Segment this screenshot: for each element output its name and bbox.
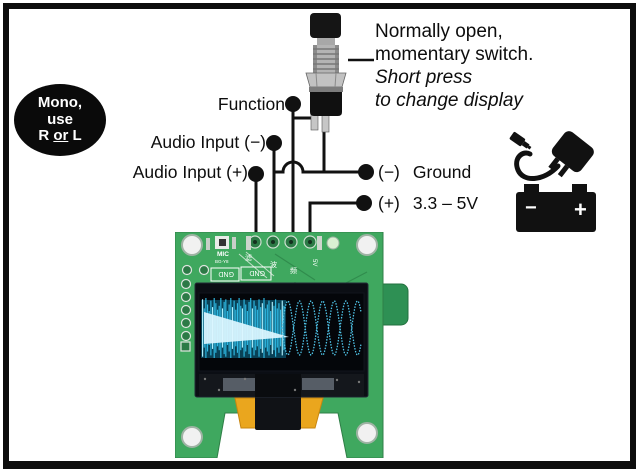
wire-node-vcc bbox=[356, 195, 372, 211]
mono-line3: R or L bbox=[38, 127, 82, 145]
oled-contact-dots bbox=[203, 377, 361, 392]
label-audio-input-pos: Audio Input (+) bbox=[132, 162, 248, 182]
mono-line1: Mono, bbox=[37, 94, 83, 112]
svg-text:波: 波 bbox=[270, 260, 277, 269]
wire-vcc bbox=[308, 201, 364, 242]
silkscreen-marks: 滤 波 频 5V bbox=[245, 253, 317, 275]
wire-node-audio-neg bbox=[266, 135, 282, 151]
svg-text:5V: 5V bbox=[311, 259, 317, 266]
momentary-switch-icon bbox=[305, 13, 347, 133]
battery-minus-symbol: − bbox=[525, 197, 537, 219]
oled-envelope-wedge bbox=[204, 312, 289, 344]
vcc-label: 3.3 – 5V bbox=[412, 193, 479, 213]
note-line3: Short press bbox=[375, 67, 473, 88]
switch-note: Normally open, momentary switch. Short p… bbox=[375, 20, 533, 112]
svg-text:频: 频 bbox=[290, 266, 297, 275]
label-function: Function bbox=[217, 94, 285, 114]
svg-text:滤: 滤 bbox=[245, 253, 252, 262]
wire-node-audio-pos bbox=[248, 166, 264, 182]
mic-component bbox=[206, 236, 236, 250]
mono-note-badge: Mono, use R or L bbox=[14, 84, 106, 156]
pcb-silk-lines bbox=[238, 251, 275, 279]
silkscreen-gnd-boxes: GND GND bbox=[210, 266, 272, 282]
flex-connector bbox=[255, 392, 301, 430]
battery-plus-symbol: + bbox=[574, 197, 587, 222]
power-adapter-icon bbox=[509, 131, 594, 181]
pcb-module: MIC BG-Y8 GND GND 滤 波 频 5V bbox=[175, 232, 409, 458]
note-line1: Normally open, bbox=[375, 21, 503, 42]
silkscreen-gnd2: GND bbox=[249, 269, 265, 276]
silkscreen-sub-label: BG-Y8 bbox=[215, 259, 229, 264]
oled-sine-wave-1 bbox=[281, 300, 362, 356]
note-line2: momentary switch. bbox=[375, 44, 534, 65]
mono-line2: use bbox=[47, 110, 73, 128]
solder-pads bbox=[246, 235, 322, 250]
wire-node-function bbox=[285, 96, 301, 112]
mounting-holes bbox=[181, 234, 378, 448]
oled-sine-wave-2 bbox=[281, 300, 362, 356]
label-ground-row: (−) Ground bbox=[378, 162, 471, 182]
label-audio-input-neg: Audio Input (−) bbox=[150, 132, 266, 152]
note-line4: to change display bbox=[375, 90, 523, 111]
oled-display bbox=[194, 282, 369, 398]
silkscreen-gnd1: GND bbox=[218, 270, 234, 277]
silkscreen-mic-label: MIC bbox=[217, 251, 229, 258]
battery-icon: − + bbox=[516, 184, 596, 232]
ground-sign: (−) bbox=[378, 162, 400, 182]
wire-node-ground bbox=[358, 164, 374, 180]
led-component bbox=[326, 236, 340, 250]
wire-ground-with-hop bbox=[274, 160, 360, 174]
vcc-sign: (+) bbox=[378, 193, 400, 213]
ground-label: Ground bbox=[412, 162, 472, 182]
label-vcc-row: (+) 3.3 – 5V bbox=[378, 193, 478, 213]
left-pad-column bbox=[180, 264, 210, 352]
